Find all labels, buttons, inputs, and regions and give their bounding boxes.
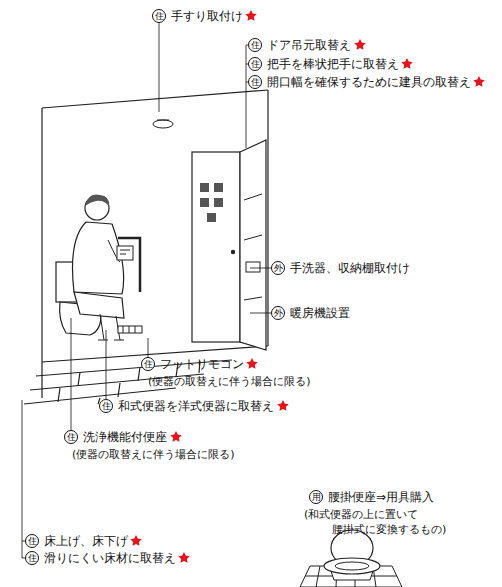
category-mark: 外 bbox=[271, 306, 285, 320]
leader-lines bbox=[22, 23, 271, 558]
mark-char: 住 bbox=[67, 432, 76, 442]
mark-char: 住 bbox=[251, 40, 260, 50]
leader-line bbox=[148, 338, 149, 357]
callout-text: (便器の取替えに伴う場合に限る) bbox=[148, 374, 311, 390]
mark-char: 住 bbox=[251, 77, 260, 87]
callout-text: 和式便器を洋式便器に取替え bbox=[118, 398, 274, 414]
leader-line bbox=[71, 318, 72, 430]
room bbox=[24, 90, 268, 404]
seat-hole bbox=[335, 562, 369, 570]
door-panel bbox=[214, 183, 223, 192]
door-panel bbox=[207, 213, 216, 222]
wall-edge bbox=[267, 90, 268, 346]
mark-char: 外 bbox=[274, 308, 283, 318]
category-mark: 住 bbox=[152, 9, 166, 23]
leader-line bbox=[159, 23, 160, 112]
door-panel bbox=[200, 183, 209, 192]
foot-remote bbox=[118, 326, 142, 333]
control-panel bbox=[120, 250, 130, 254]
callout-text: 滑りにくい床材に取替え bbox=[44, 550, 176, 566]
door-panel bbox=[200, 198, 209, 207]
mark-char: 住 bbox=[144, 359, 153, 369]
callout-text: 洗浄機能付便座 bbox=[83, 429, 167, 445]
mark-char: 外 bbox=[274, 263, 283, 273]
door bbox=[192, 152, 240, 342]
red-star bbox=[130, 535, 141, 546]
category-mark: 住 bbox=[25, 534, 39, 548]
category-mark: 外 bbox=[271, 261, 285, 275]
red-star bbox=[246, 358, 257, 369]
wall-edge bbox=[41, 108, 42, 398]
red-star bbox=[401, 58, 412, 69]
category-mark: 住 bbox=[99, 399, 113, 413]
red-star bbox=[277, 400, 288, 411]
callout-text: 床上げ、床下げ bbox=[44, 533, 128, 549]
callout-text: 暖房機設置 bbox=[290, 305, 350, 321]
foot-remote bbox=[123, 326, 135, 333]
callout-text: 手洗器、収納棚取付け bbox=[290, 260, 410, 276]
callout-text: フットリモコン bbox=[160, 356, 244, 372]
callout-text: (和式便器の上に置いて 腰掛式に変換するもの) bbox=[304, 507, 457, 537]
callout-text: 腰掛便座⇒用具購入 bbox=[328, 489, 434, 505]
ceiling-light bbox=[153, 120, 173, 128]
person-hair bbox=[85, 194, 109, 206]
mark-char: 住 bbox=[28, 553, 37, 563]
red-star bbox=[245, 10, 256, 21]
red-star bbox=[170, 431, 181, 442]
mark-char: 住 bbox=[155, 11, 164, 21]
category-mark: 住 bbox=[248, 75, 262, 89]
seat-ring bbox=[324, 558, 380, 574]
category-mark: 住 bbox=[25, 551, 39, 565]
category-mark: 住 bbox=[248, 38, 262, 52]
handrail bbox=[118, 238, 140, 292]
callout-text: 把手を棒状把手に取替え bbox=[267, 56, 399, 72]
red-star bbox=[354, 39, 365, 50]
mark-char: 住 bbox=[102, 401, 111, 411]
door-knob bbox=[231, 250, 235, 254]
open-door-leaf bbox=[240, 140, 266, 350]
person-body bbox=[73, 222, 124, 294]
leader-line bbox=[106, 330, 107, 399]
mark-char: 住 bbox=[28, 536, 37, 546]
red-star bbox=[178, 552, 189, 563]
leader-line bbox=[250, 313, 271, 314]
ceiling-light bbox=[157, 120, 169, 121]
ceiling-edge bbox=[42, 90, 268, 108]
callout-text: (便器の取替えに伴う場合に限る) bbox=[72, 447, 235, 463]
door-panel bbox=[214, 198, 223, 207]
category-mark: 住 bbox=[64, 430, 78, 444]
callout-text: 手すり取付け bbox=[171, 8, 243, 24]
person-lap bbox=[74, 292, 124, 318]
mark-char: 住 bbox=[251, 59, 260, 69]
mark-char: 用 bbox=[312, 492, 321, 502]
callout-text: 開口幅を確保するために建具の取替え bbox=[267, 74, 471, 90]
leader-line bbox=[250, 268, 271, 269]
leader-line bbox=[22, 400, 25, 558]
red-star bbox=[473, 76, 484, 87]
category-mark: 用 bbox=[309, 490, 323, 504]
control-panel bbox=[117, 246, 133, 260]
storage-shelf bbox=[244, 194, 262, 300]
hand-washer bbox=[246, 262, 260, 272]
callout-text: ドア吊元取替え bbox=[267, 37, 351, 53]
category-mark: 住 bbox=[141, 357, 155, 371]
category-mark: 住 bbox=[248, 57, 262, 71]
